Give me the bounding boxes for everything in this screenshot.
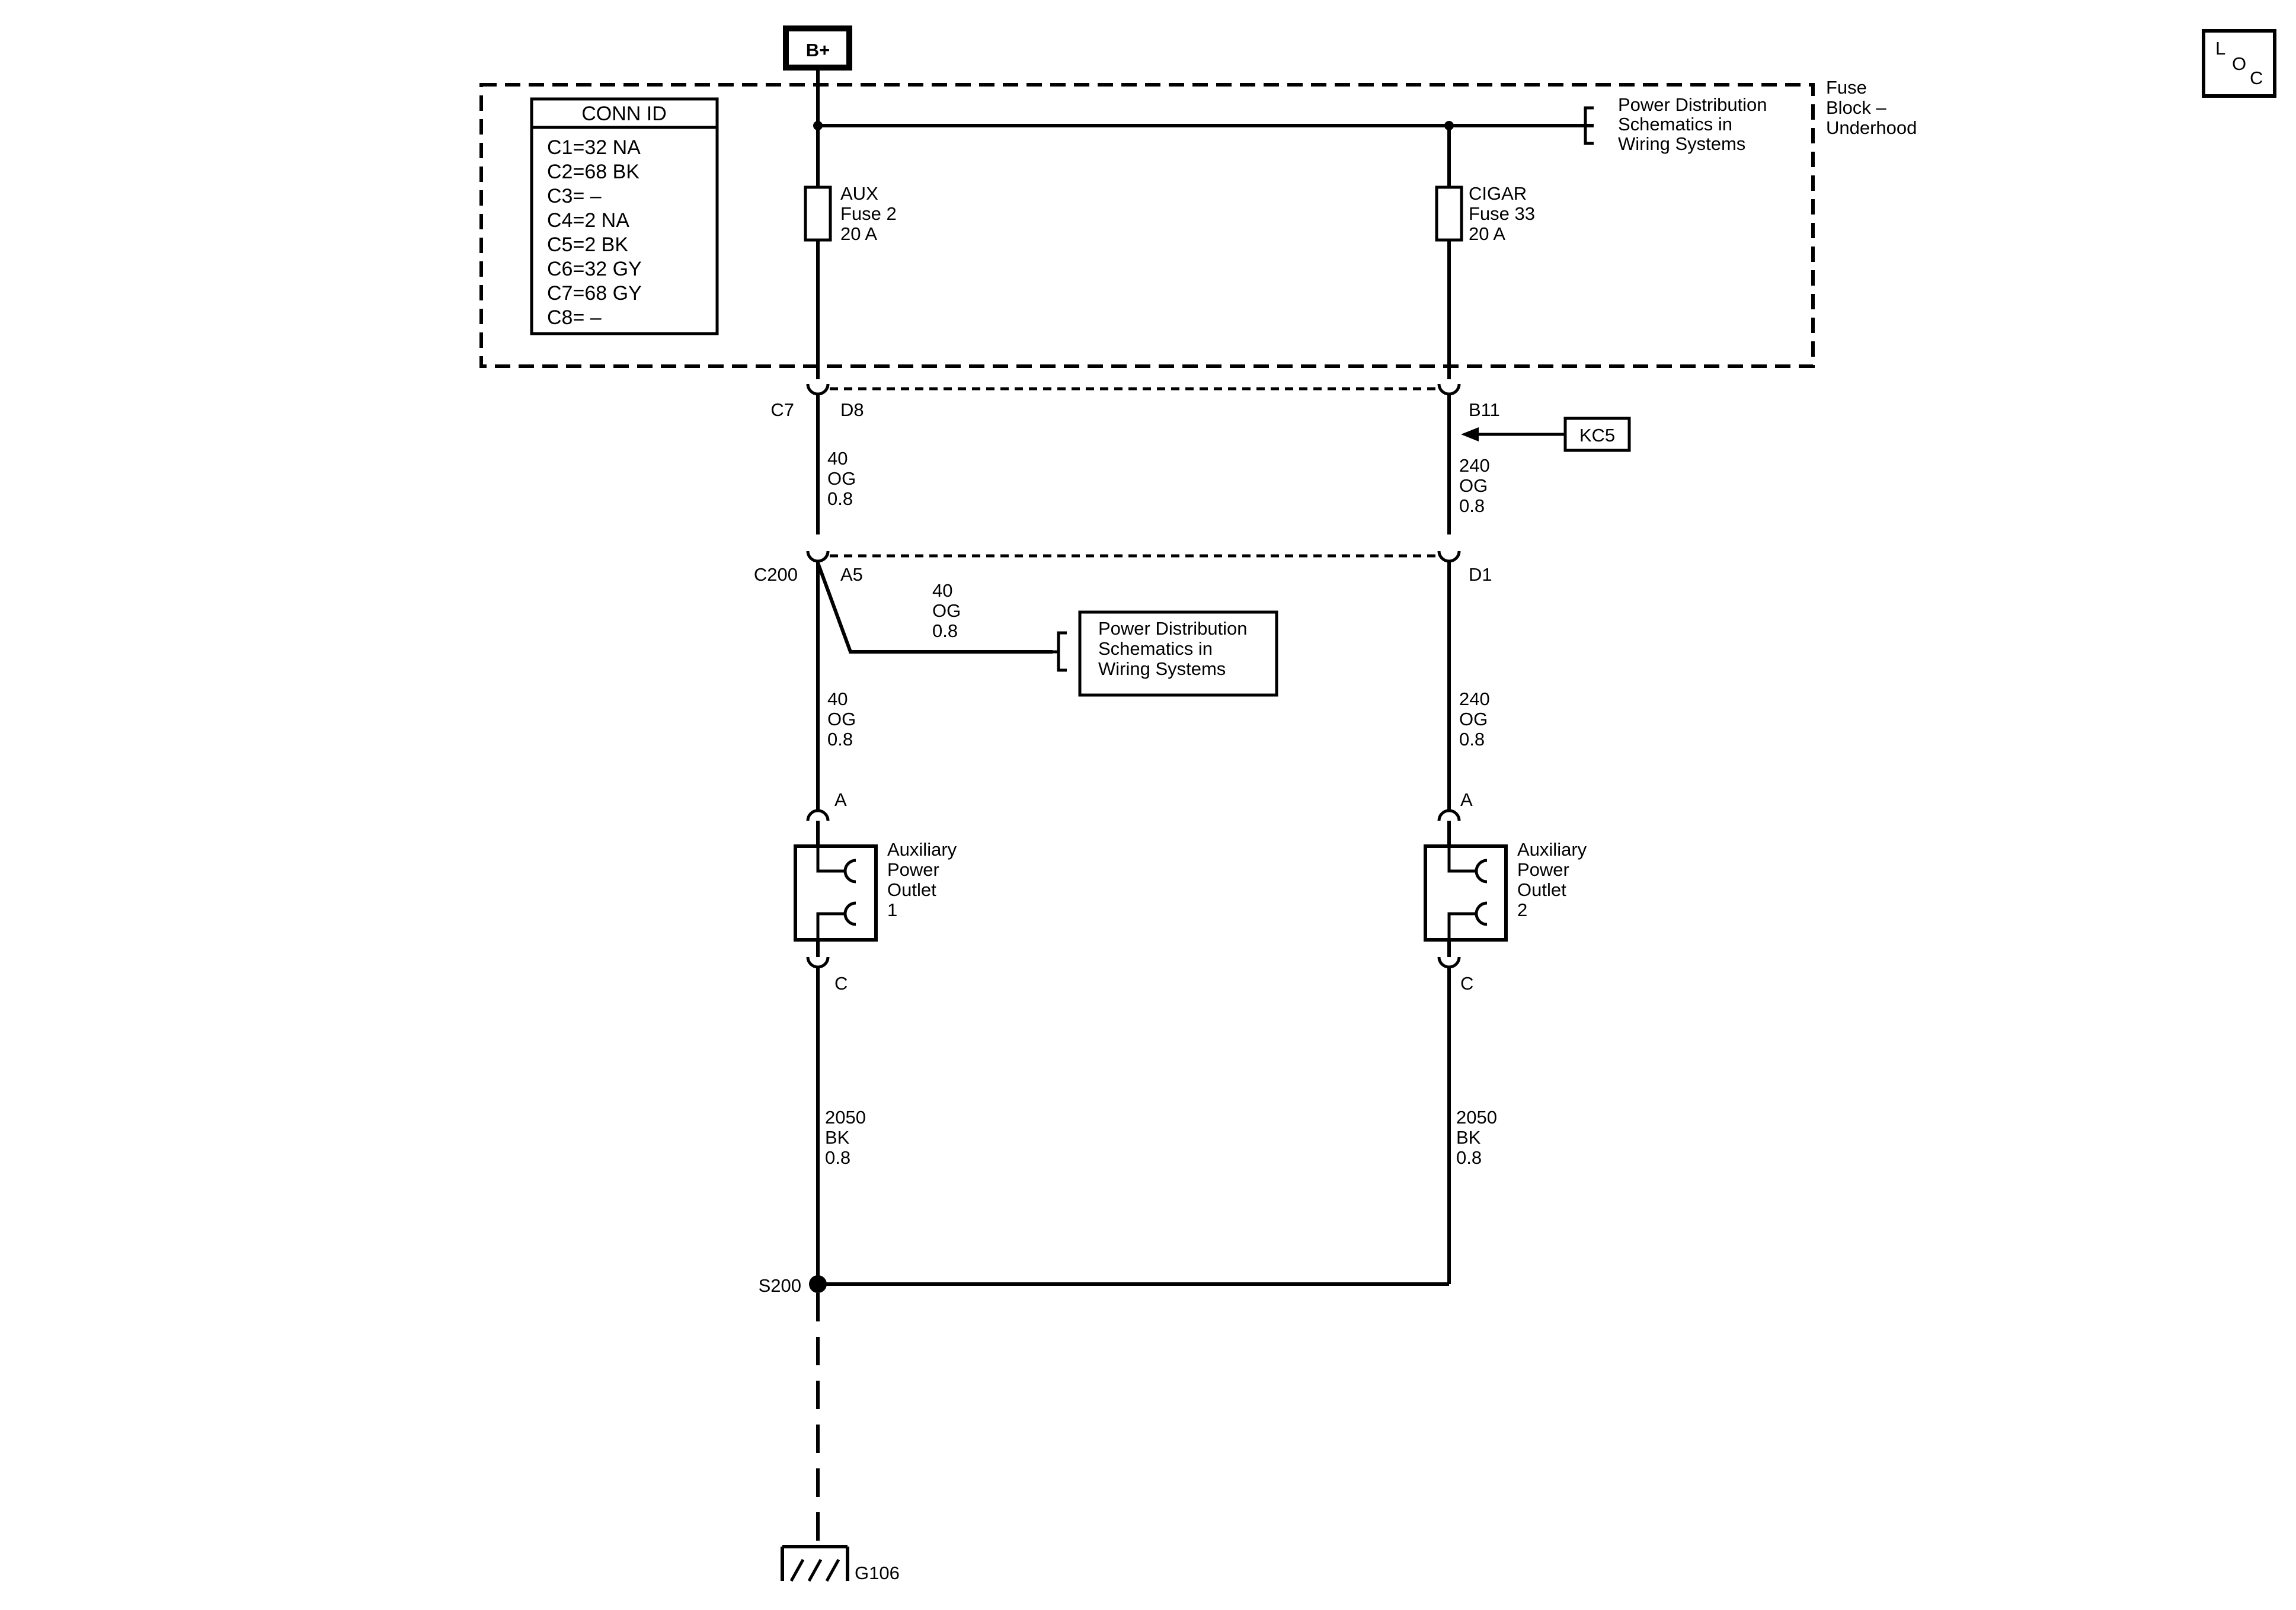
wire-label-left-ground: 2050 BK 0.8 — [825, 1107, 866, 1168]
connector-d1-label: D1 — [1469, 564, 1492, 585]
auxiliary-power-outlet-1: A C Auxiliary Power Outlet 1 — [794, 789, 957, 994]
svg-text:Power: Power — [1517, 859, 1569, 880]
connector-a5-label: A5 — [840, 564, 863, 585]
splice-label: S200 — [759, 1275, 801, 1296]
ground-wires — [816, 967, 1451, 1286]
conn-id-row: C5=2 BK — [547, 233, 628, 256]
connector-b11-label: B11 — [1469, 399, 1500, 420]
cigar-fuse-name: CIGAR — [1469, 183, 1527, 204]
svg-text:1: 1 — [887, 900, 897, 920]
svg-text:0.8: 0.8 — [1456, 1147, 1482, 1168]
svg-text:Schematics in: Schematics in — [1098, 638, 1213, 659]
cigar-fuse: CIGAR Fuse 33 20 A — [1435, 126, 1535, 379]
conn-id-row: C7=68 GY — [547, 282, 642, 305]
outlet-1-pin-a: A — [834, 789, 847, 810]
cigar-fuse-number: Fuse 33 — [1469, 203, 1535, 224]
aux-fuse: AUX Fuse 2 20 A — [804, 183, 897, 379]
wire-label-left-upper: 40 OG 0.8 — [827, 448, 856, 509]
loc-letter-c: C — [2250, 68, 2263, 88]
connector-c200-label: C200 — [754, 564, 798, 585]
conn-id-table: CONN ID C1=32 NA C2=68 BK C3= – C4=2 NA … — [530, 97, 719, 335]
option-kc5-label: KC5 — [1579, 425, 1615, 446]
svg-text:OG: OG — [827, 709, 856, 729]
svg-text:0.8: 0.8 — [932, 620, 958, 641]
fuse-block-border — [479, 83, 1815, 368]
conn-id-row: C1=32 NA — [547, 136, 641, 159]
svg-text:Wiring Systems: Wiring Systems — [1618, 133, 1745, 154]
loc-icon: L O C — [2202, 29, 2276, 98]
svg-text:Underhood: Underhood — [1826, 117, 1917, 138]
svg-text:OG: OG — [1459, 475, 1488, 496]
svg-text:2: 2 — [1517, 900, 1527, 920]
wire-label-right-mid: 240 OG 0.8 — [1459, 689, 1490, 750]
wire-label-right-upper: 240 OG 0.8 — [1459, 455, 1490, 516]
svg-text:Auxiliary: Auxiliary — [1517, 839, 1587, 860]
conn-id-row: C4=2 NA — [547, 209, 629, 232]
svg-text:0.8: 0.8 — [827, 488, 853, 509]
svg-text:40: 40 — [932, 580, 952, 601]
conn-id-row: C6=32 GY — [547, 258, 642, 280]
aux-fuse-name: AUX — [840, 183, 878, 204]
svg-text:OG: OG — [932, 600, 961, 621]
outlet-1-pin-c: C — [834, 973, 848, 994]
svg-text:Block –: Block – — [1826, 97, 1886, 118]
ground-g106: G106 — [781, 1293, 900, 1583]
svg-text:Schematics in: Schematics in — [1618, 114, 1732, 135]
aux-fuse-number: Fuse 2 — [840, 203, 897, 224]
svg-text:BK: BK — [825, 1127, 850, 1148]
top-bus — [813, 68, 1594, 187]
svg-text:Power: Power — [887, 859, 939, 880]
cigar-fuse-rating: 20 A — [1469, 223, 1505, 244]
conn-id-title: CONN ID — [581, 103, 667, 125]
svg-text:OG: OG — [827, 468, 856, 489]
svg-text:Power Distribution: Power Distribution — [1618, 94, 1767, 115]
svg-text:0.8: 0.8 — [1459, 495, 1485, 516]
loc-letter-o: O — [2232, 53, 2246, 74]
svg-text:240: 240 — [1459, 689, 1490, 709]
battery-source: B+ — [783, 25, 852, 71]
connector-c7: C7 D8 B11 — [770, 383, 1500, 534]
connector-c200: C200 A5 D1 — [754, 550, 1492, 811]
wire-label-left-mid: 40 OG 0.8 — [827, 689, 856, 750]
branch-wire: 40 OG 0.8 — [816, 562, 1067, 672]
wire-label-right-ground: 2050 BK 0.8 — [1456, 1107, 1497, 1168]
svg-text:Power Distribution: Power Distribution — [1098, 618, 1248, 639]
option-kc5: KC5 — [1461, 417, 1631, 452]
svg-text:240: 240 — [1459, 455, 1490, 476]
svg-text:Auxiliary: Auxiliary — [887, 839, 957, 860]
splice-s200: S200 — [759, 1275, 827, 1296]
conn-id-row: C3= – — [547, 185, 602, 207]
power-distribution-ref-top: Power Distribution Schematics in Wiring … — [1618, 94, 1767, 154]
svg-text:0.8: 0.8 — [1459, 729, 1485, 750]
svg-text:Fuse: Fuse — [1826, 77, 1867, 98]
svg-text:2050: 2050 — [1456, 1107, 1497, 1128]
svg-text:2050: 2050 — [825, 1107, 866, 1128]
svg-text:Outlet: Outlet — [1517, 879, 1566, 900]
power-distribution-ref-mid: Power Distribution Schematics in Wiring … — [1078, 610, 1278, 697]
svg-text:0.8: 0.8 — [827, 729, 853, 750]
svg-text:0.8: 0.8 — [825, 1147, 850, 1168]
outlet-2-pin-a: A — [1460, 789, 1473, 810]
auxiliary-power-outlet-2: A C Auxiliary Power Outlet 2 — [1424, 789, 1587, 994]
svg-text:40: 40 — [827, 689, 848, 709]
svg-text:Outlet: Outlet — [887, 879, 936, 900]
svg-text:OG: OG — [1459, 709, 1488, 729]
connector-d8-label: D8 — [840, 399, 864, 420]
loc-letter-l: L — [2215, 38, 2225, 59]
svg-text:BK: BK — [1456, 1127, 1481, 1148]
ground-label: G106 — [855, 1563, 900, 1583]
svg-text:Wiring Systems: Wiring Systems — [1098, 658, 1226, 679]
connector-c7-label: C7 — [770, 399, 794, 420]
conn-id-row: C8= – — [547, 306, 602, 329]
outlet-2-pin-c: C — [1460, 973, 1473, 994]
conn-id-row: C2=68 BK — [547, 161, 639, 183]
fuse-block-label: Fuse Block – Underhood — [1826, 77, 1917, 138]
aux-fuse-rating: 20 A — [840, 223, 877, 244]
svg-text:40: 40 — [827, 448, 848, 469]
battery-label: B+ — [806, 40, 830, 60]
